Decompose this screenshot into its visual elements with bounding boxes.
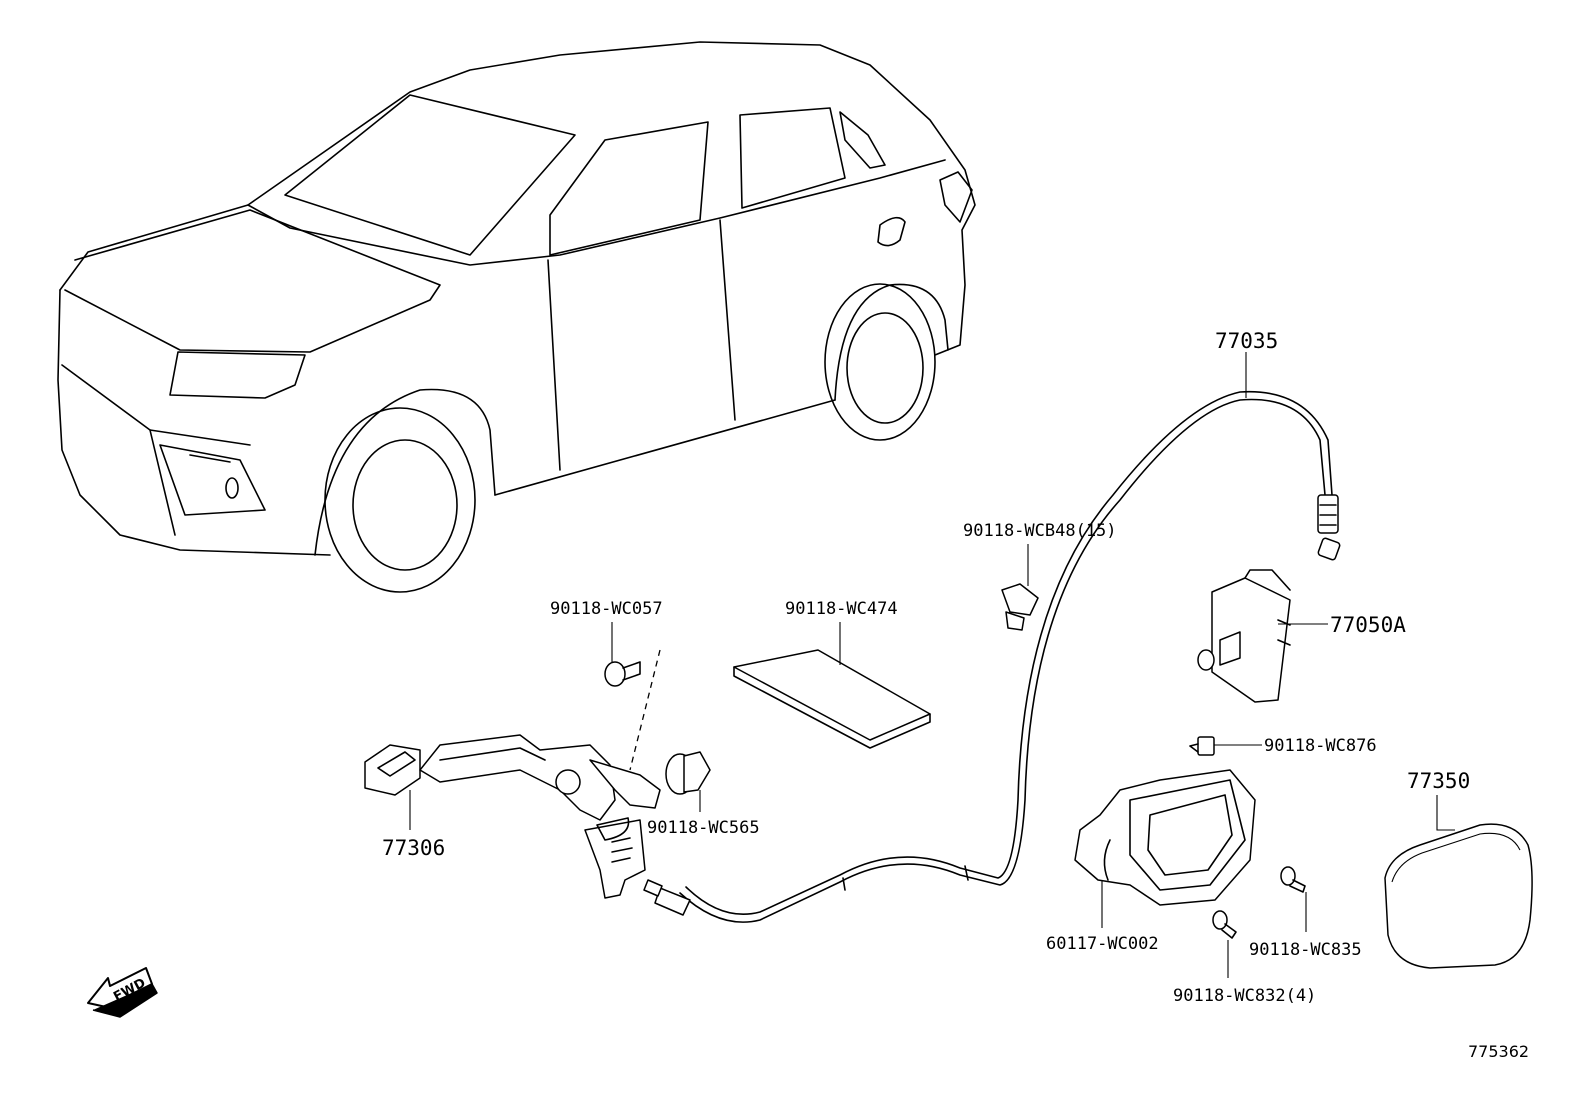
diagram-number: 775362 bbox=[1468, 1042, 1529, 1061]
opener-lever-assembly bbox=[364, 734, 661, 899]
callout-90118-wc835: 90118-WC835 bbox=[1249, 940, 1362, 960]
callout-77035: 77035 bbox=[1215, 329, 1278, 353]
screw-wc057 bbox=[604, 649, 661, 771]
callout-90118-wc876: 90118-WC876 bbox=[1264, 736, 1377, 756]
callout-labels: 77035 90118-WCB48(15) 77050A 90118-WC057… bbox=[382, 329, 1470, 1006]
clip-wc876 bbox=[1189, 736, 1215, 756]
callout-90118-wcb48: 90118-WCB48(15) bbox=[963, 521, 1117, 541]
callout-60117-wc002: 60117-WC002 bbox=[1046, 934, 1159, 954]
callout-90118-wc057: 90118-WC057 bbox=[550, 599, 663, 619]
callout-90118-wc565: 90118-WC565 bbox=[647, 818, 760, 838]
screw-wc832 bbox=[1212, 910, 1237, 939]
callout-77306: 77306 bbox=[382, 836, 445, 860]
clamp-wcb48 bbox=[1001, 583, 1039, 631]
fuel-lid-77350 bbox=[1384, 823, 1533, 969]
forward-arrow-icon: FWD bbox=[87, 967, 158, 1018]
leader-lines bbox=[409, 352, 1455, 978]
callout-77350: 77350 bbox=[1407, 769, 1470, 793]
callout-90118-wc474: 90118-WC474 bbox=[785, 599, 898, 619]
vehicle-illustration bbox=[57, 41, 976, 593]
callout-90118-wc832: 90118-WC832(4) bbox=[1173, 986, 1316, 1006]
clip-wc565 bbox=[665, 751, 711, 795]
pad-wc474 bbox=[733, 649, 931, 749]
opener-cable bbox=[643, 390, 1341, 923]
screw-wc835 bbox=[1280, 866, 1306, 893]
filler-housing bbox=[1074, 769, 1256, 906]
lock-actuator-77050a bbox=[1197, 569, 1291, 703]
callout-77050a: 77050A bbox=[1330, 613, 1406, 637]
